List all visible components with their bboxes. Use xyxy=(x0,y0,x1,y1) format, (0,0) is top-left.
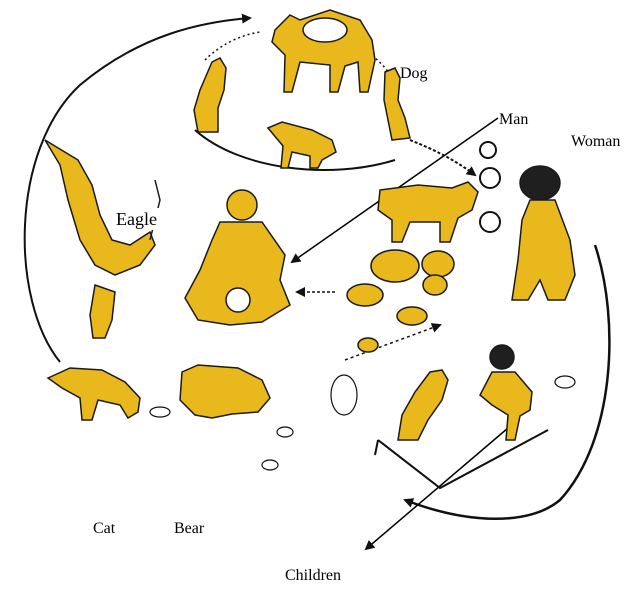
label-woman: Woman xyxy=(571,134,620,150)
dog-circle-left-dotted xyxy=(205,32,260,60)
bear-figure xyxy=(180,365,270,418)
label-dog: Dog xyxy=(400,66,428,82)
label-bear: Bear xyxy=(174,521,204,537)
large-dog-figure xyxy=(272,10,375,92)
child-figure xyxy=(480,345,532,440)
cow-figure xyxy=(378,182,478,242)
chain-ornament xyxy=(480,142,500,232)
cat-figure xyxy=(48,368,140,420)
small-cat-center-top xyxy=(268,122,336,168)
man-figure xyxy=(185,190,290,325)
pigs-group xyxy=(347,250,454,352)
label-children: Children xyxy=(285,568,341,584)
label-eagle: Eagle xyxy=(114,208,161,230)
sitting-dog-bottom xyxy=(398,370,448,440)
label-man: Man xyxy=(499,112,528,128)
sitting-cat-top-left xyxy=(194,58,226,132)
eagle-figure xyxy=(45,140,160,338)
woman-figure xyxy=(512,166,575,300)
label-cat: Cat xyxy=(93,521,115,537)
